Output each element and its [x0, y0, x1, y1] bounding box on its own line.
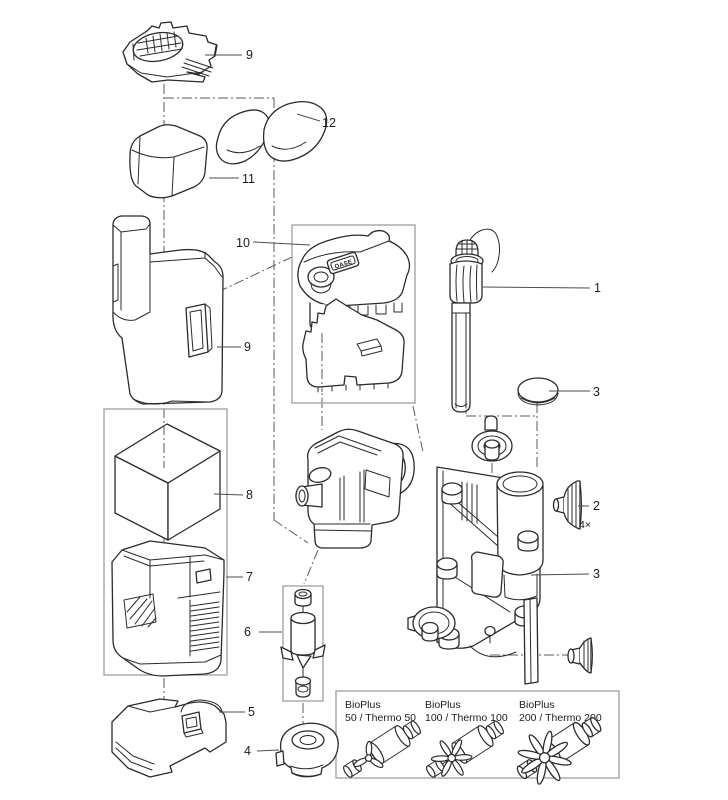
part-3-bracket [436, 466, 544, 685]
part-9-lid [122, 21, 218, 83]
part-4-pump-cover [275, 722, 339, 778]
variant-3-model: 200 / Thermo 200 [519, 712, 602, 724]
strainer-piece [471, 415, 513, 462]
part-8-filter-foam [114, 423, 221, 541]
callout-label-pump-cover: 4 [244, 744, 251, 758]
assembly-axis-overlays [163, 333, 323, 468]
variant-2-name: BioPlus [425, 699, 461, 711]
impeller-200 [516, 716, 602, 785]
callout-labels: 9 12 11 10 1 9 3 8 2 4× 7 3 6 5 4 [236, 48, 601, 758]
rotor-cover-knob [407, 606, 456, 642]
variant-3-name: BioPlus [519, 699, 555, 711]
variant-1-name: BioPlus [345, 699, 381, 711]
frame-part-6 [282, 585, 324, 702]
callout-label-bracket: 3 [593, 567, 600, 581]
callout-label-lid: 9 [246, 48, 253, 62]
impeller-50 [343, 720, 421, 778]
part-11-foam-block [129, 124, 208, 199]
callout-label-coarse-foam: 11 [242, 172, 255, 186]
suction-cup-quantity-label: 4× [579, 519, 591, 531]
callout-label-heater: 1 [594, 281, 601, 295]
part-10-gasket [302, 298, 405, 393]
callout-label-bottom-tray: 5 [248, 705, 255, 719]
assembly-axis-lines [163, 84, 570, 725]
callout-label-foam-pads: 12 [322, 116, 336, 130]
part-6-rotor [280, 588, 326, 698]
suction-cup-bottom [567, 637, 593, 674]
callout-label-rotor: 6 [244, 625, 251, 639]
variant-2-model: 100 / Thermo 100 [425, 712, 508, 724]
brand-badge-text: OASE [334, 259, 353, 270]
part-12-foam-pads [215, 100, 328, 165]
brand-badge: OASE [326, 251, 360, 275]
callout-label-filter-foam: 8 [246, 488, 253, 502]
part-5-bottom-tray [111, 698, 227, 778]
callout-leaders [205, 54, 591, 752]
part-3-cap [517, 377, 559, 406]
frame-part-10 [291, 224, 416, 404]
callout-label-container: 7 [246, 570, 253, 584]
variant-table: BioPlus 50 / Thermo 50 BioPlus 100 / The… [343, 699, 602, 785]
pump-unit [295, 428, 415, 549]
callout-label-pump-top: 10 [236, 236, 250, 250]
part-1-heater [449, 228, 500, 413]
part-9-housing [112, 215, 224, 405]
callout-label-housing: 9 [244, 340, 251, 354]
part-7-container [111, 540, 225, 677]
impeller-100 [426, 720, 504, 778]
callout-label-cap: 3 [593, 385, 600, 399]
part-2-suction-cup [552, 480, 582, 530]
callout-label-suction-cup: 2 [593, 499, 600, 513]
drain-hole [484, 625, 496, 644]
variant-1-model: 50 / Thermo 50 [345, 712, 416, 724]
